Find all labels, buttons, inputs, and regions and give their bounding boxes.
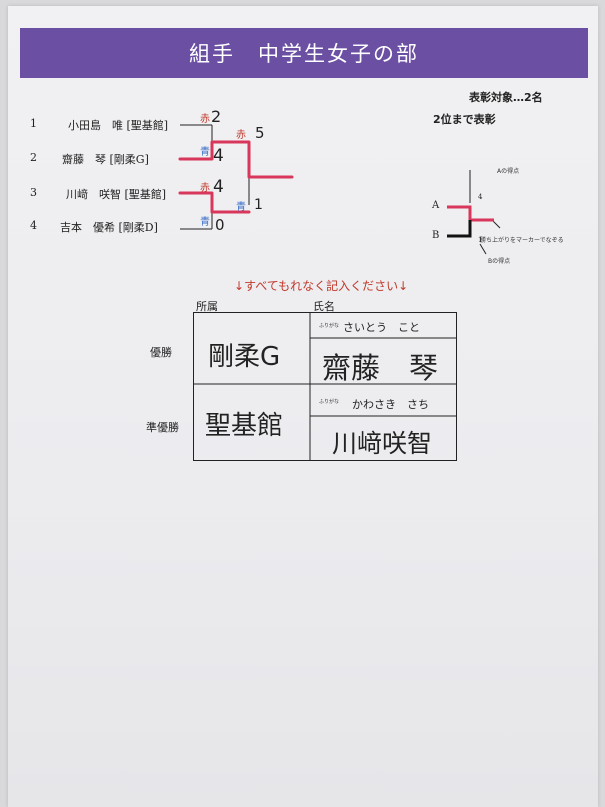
player-number: 2 xyxy=(30,151,37,164)
player-number: 1 xyxy=(30,117,37,130)
ao-label: 青 xyxy=(200,217,210,228)
row-label-runner-up: 準優勝 xyxy=(146,421,179,434)
award-target: 表彰対象…2名 xyxy=(469,91,543,104)
champion-affiliation: 剛柔G xyxy=(208,342,281,372)
row-label-champion: 優勝 xyxy=(150,346,172,359)
legend-a-score: 4 xyxy=(478,193,483,201)
runner-up-furigana: かわさき さち xyxy=(352,398,429,411)
player-number: 3 xyxy=(30,186,37,199)
winners-table xyxy=(193,312,457,461)
legend-a: A xyxy=(432,200,440,211)
champion-name: 齋藤 琴 xyxy=(322,351,439,385)
legend-a-score-note: Aの得点 xyxy=(497,168,520,175)
champion-furigana: さいとう こと xyxy=(343,321,420,334)
ao-score: 0 xyxy=(215,216,225,234)
player-name: 吉本 優希 [剛柔D] xyxy=(60,221,158,234)
player-name: 齋藤 琴 [剛柔G] xyxy=(62,153,149,166)
entry-instruction: ↓すべてもれなく記入ください↓ xyxy=(234,279,409,293)
legend-b-score: 1 xyxy=(478,236,483,244)
column-header-name: 氏名 xyxy=(313,300,335,313)
page-title: 組手 中学生女子の部 xyxy=(20,28,588,78)
aka-label: 赤 xyxy=(200,114,210,125)
legend-b: B xyxy=(432,230,440,241)
aka-score: 2 xyxy=(211,107,222,126)
ao-label: 青 xyxy=(200,147,210,158)
score-sheet xyxy=(8,6,598,807)
ao-score: 1 xyxy=(254,197,263,213)
aka-label: 赤 xyxy=(236,130,246,141)
column-header-affiliation: 所属 xyxy=(196,300,218,313)
player-number: 4 xyxy=(30,219,37,232)
legend-diagram xyxy=(447,170,501,255)
aka-score: 5 xyxy=(255,124,265,142)
furigana-label: ふりがな xyxy=(319,399,340,405)
aka-score: 4 xyxy=(213,177,224,197)
aka-label: 赤 xyxy=(200,183,210,194)
legend-b-score-note: Bの得点 xyxy=(488,258,511,265)
runner-up-affiliation: 聖基館 xyxy=(205,411,284,441)
ao-label: 青 xyxy=(236,202,246,213)
runner-up-name: 川﨑咲智 xyxy=(332,429,433,458)
furigana-label: ふりがな xyxy=(319,323,340,329)
player-name: 川﨑 咲智 [聖基館] xyxy=(66,188,167,201)
award-rank: 2位まで表彰 xyxy=(433,113,496,126)
player-name: 小田島 唯 [聖基館] xyxy=(68,119,169,132)
ao-score: 4 xyxy=(213,146,224,166)
legend-marker-note: 勝ち上がりをマーカーでなぞる xyxy=(480,237,564,244)
